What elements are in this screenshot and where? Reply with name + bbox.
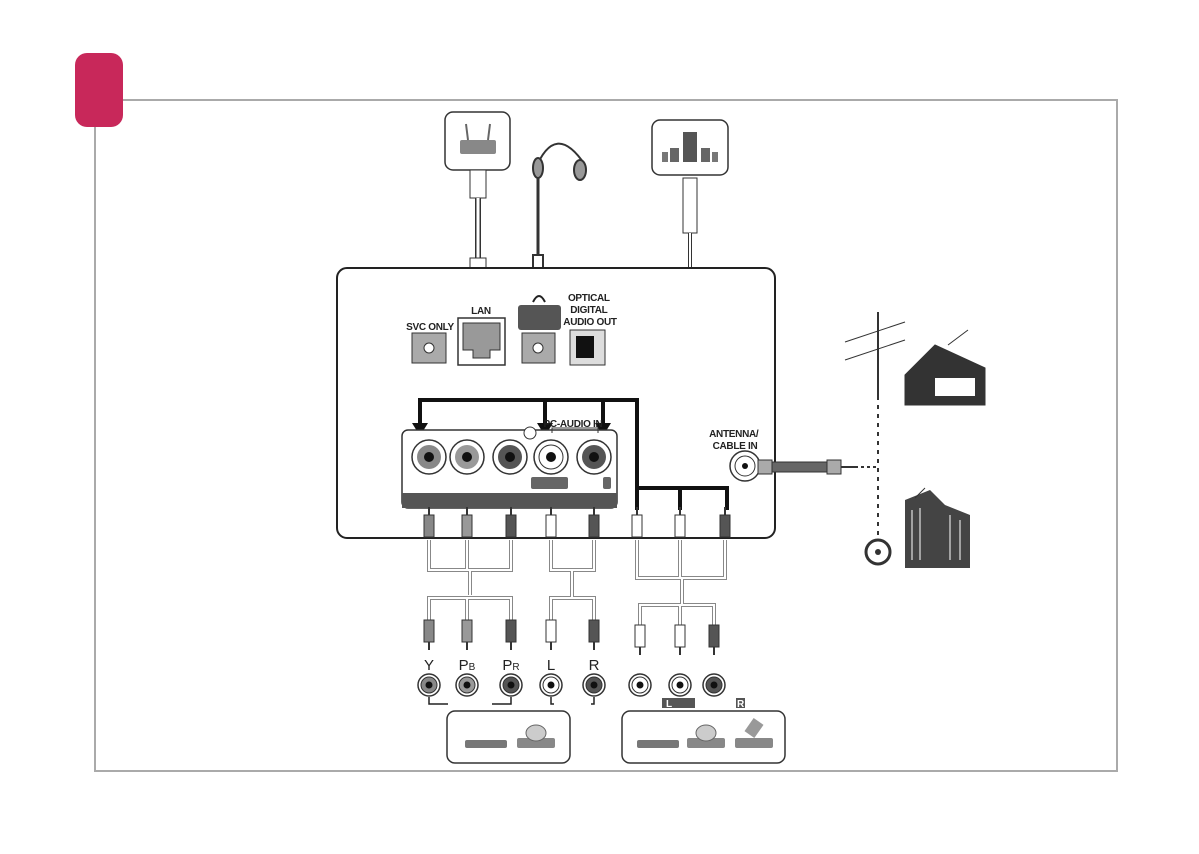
av-r-label: R <box>737 699 745 710</box>
rca-plug <box>546 620 556 642</box>
house-antenna-icon <box>845 312 985 405</box>
audio-l-jack <box>534 440 568 474</box>
rca-plug <box>720 515 730 537</box>
rca-plug <box>546 515 556 537</box>
rca-plug <box>424 515 434 537</box>
device-jack-pin <box>677 682 684 689</box>
lan-port[interactable] <box>458 318 505 365</box>
optical-label: OPTICAL DIGITAL AUDIO OUT <box>563 293 617 328</box>
rca-plug <box>675 515 685 537</box>
y-label: Y <box>424 657 434 674</box>
device-jack-pin <box>464 682 471 689</box>
device-jack-pin <box>508 682 515 689</box>
section-badge <box>75 53 123 127</box>
rca-plug <box>635 625 645 647</box>
cable <box>429 540 511 620</box>
rca-plug <box>709 625 719 647</box>
rca-plug <box>632 515 642 537</box>
pr-label: PR <box>502 657 519 674</box>
component-pr-jack <box>493 440 527 474</box>
rca-plug <box>506 515 516 537</box>
bracket-lines <box>429 697 594 704</box>
vcr-icon <box>637 740 679 748</box>
device-jack-pin <box>426 682 433 689</box>
optical-port[interactable] <box>570 330 605 365</box>
cable <box>637 540 725 625</box>
svc-only-label: SVC ONLY <box>406 322 454 333</box>
rca-plug <box>589 515 599 537</box>
pc-audio-in-label: PC-AUDIO IN <box>544 419 603 430</box>
rca-plug <box>424 620 434 642</box>
component-y-jack <box>412 440 446 474</box>
av-devices-box <box>622 711 785 763</box>
lan-label: LAN <box>471 306 491 317</box>
l-label: L <box>547 657 555 674</box>
component-devices-box <box>447 711 570 763</box>
antenna-label: ANTENNA/ CABLE IN <box>709 429 761 452</box>
svc-only-port <box>412 333 446 363</box>
audio-r-jack <box>577 440 611 474</box>
headphone-port[interactable] <box>522 333 555 363</box>
rca-plug <box>675 625 685 647</box>
device-jack-pin <box>637 682 644 689</box>
antenna-cable-in-port[interactable] <box>730 451 760 481</box>
device-jack-pin <box>591 682 598 689</box>
rca-plug <box>589 620 599 642</box>
av-l-label: L <box>666 699 672 710</box>
coax-cable <box>758 460 878 474</box>
r-label: R <box>589 657 600 674</box>
router-icon <box>445 112 510 170</box>
rca-plug <box>462 620 472 642</box>
device-jack-pin <box>548 682 555 689</box>
pb-label: PB <box>459 657 476 674</box>
headphones-icon <box>533 144 586 283</box>
building-antenna-icon <box>905 488 970 568</box>
device-jack-pin <box>711 682 718 689</box>
speaker-system-icon <box>652 120 728 175</box>
cable <box>551 540 594 620</box>
rca-plug <box>462 515 472 537</box>
rca-plug <box>506 620 516 642</box>
dvd-player-icon <box>465 740 507 748</box>
coax-wall-outlet-icon <box>866 540 890 564</box>
component-pb-jack <box>450 440 484 474</box>
